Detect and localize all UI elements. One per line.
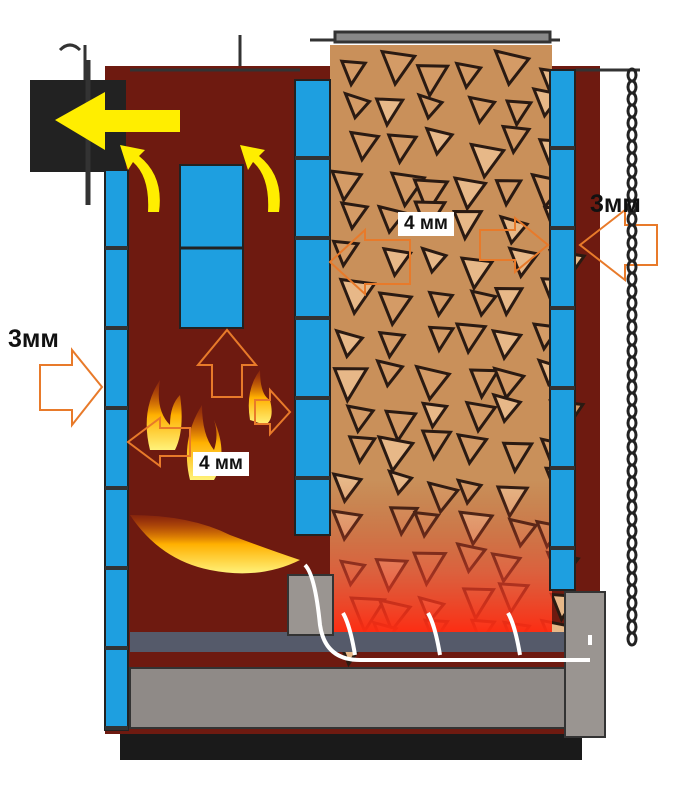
firewood-piece — [490, 328, 524, 362]
bottom-channel — [130, 632, 590, 652]
ash-tray — [129, 667, 591, 729]
firewood-piece — [414, 364, 452, 403]
firewood-piece — [339, 59, 368, 88]
firewood-piece — [504, 99, 534, 128]
firewood-piece — [424, 126, 455, 157]
firewood-piece — [342, 91, 373, 121]
firewood-piece — [500, 124, 532, 156]
air-flow-arrows — [303, 563, 592, 662]
label-outer-wall-right: 3мм — [590, 190, 641, 218]
firewood-piece — [374, 97, 406, 129]
wall-arrows — [39, 207, 658, 468]
firewood-piece — [491, 392, 523, 425]
firewood-piece — [493, 287, 525, 318]
firewood-piece — [454, 322, 488, 356]
firewood-piece — [416, 92, 445, 121]
firewood-piece — [493, 48, 532, 88]
firewood-piece — [454, 61, 484, 91]
firewood-piece — [345, 404, 376, 435]
firewood-piece — [329, 169, 364, 204]
firewood-piece — [381, 246, 414, 279]
firewood-piece — [420, 401, 450, 430]
firewood-piece — [501, 441, 535, 475]
firewood-piece — [339, 201, 370, 232]
smoke-flow-arrows — [55, 92, 280, 212]
firewood-piece — [375, 358, 405, 389]
firewood-piece — [347, 435, 378, 466]
water-jackets — [104, 69, 576, 731]
firewood-piece — [420, 246, 449, 275]
water-jacket-column — [549, 69, 576, 591]
firewood-piece — [332, 367, 370, 405]
left-nozzle — [287, 574, 334, 636]
firewood-piece — [427, 290, 455, 319]
firewood-piece — [494, 179, 524, 208]
label-outer-wall-left: 3мм — [8, 325, 59, 353]
firewood-piece — [377, 330, 407, 360]
firewood-piece — [415, 64, 451, 99]
firewood-piece — [492, 366, 527, 401]
firewood-piece — [468, 142, 507, 180]
firewood-piece — [452, 176, 489, 212]
draft-regulator-chain — [626, 67, 638, 647]
firewood-piece — [451, 210, 484, 242]
firewood-piece — [459, 256, 495, 292]
firewood-piece — [455, 432, 490, 467]
right-nozzle — [564, 591, 606, 738]
firewood-piece — [379, 49, 418, 88]
firewood-piece — [386, 133, 419, 166]
firewood-piece — [427, 325, 456, 354]
firewood-piece — [338, 277, 378, 317]
firewood-piece — [467, 95, 498, 126]
firewood-piece — [469, 289, 499, 319]
firewood-piece — [334, 328, 365, 360]
firewood-piece — [420, 429, 454, 462]
firewood-piece — [383, 409, 419, 444]
firewood-piece — [412, 178, 450, 216]
firewood-piece — [348, 130, 381, 163]
water-jacket-column — [294, 79, 331, 536]
label-inner-wall-firewood: 4 мм — [398, 212, 454, 236]
firewood-piece — [464, 400, 498, 434]
label-inner-wall-firebox: 4 мм — [193, 452, 249, 476]
firewood-piece — [377, 291, 414, 328]
firewood-piece — [376, 434, 416, 474]
firewood-piece — [468, 368, 501, 401]
